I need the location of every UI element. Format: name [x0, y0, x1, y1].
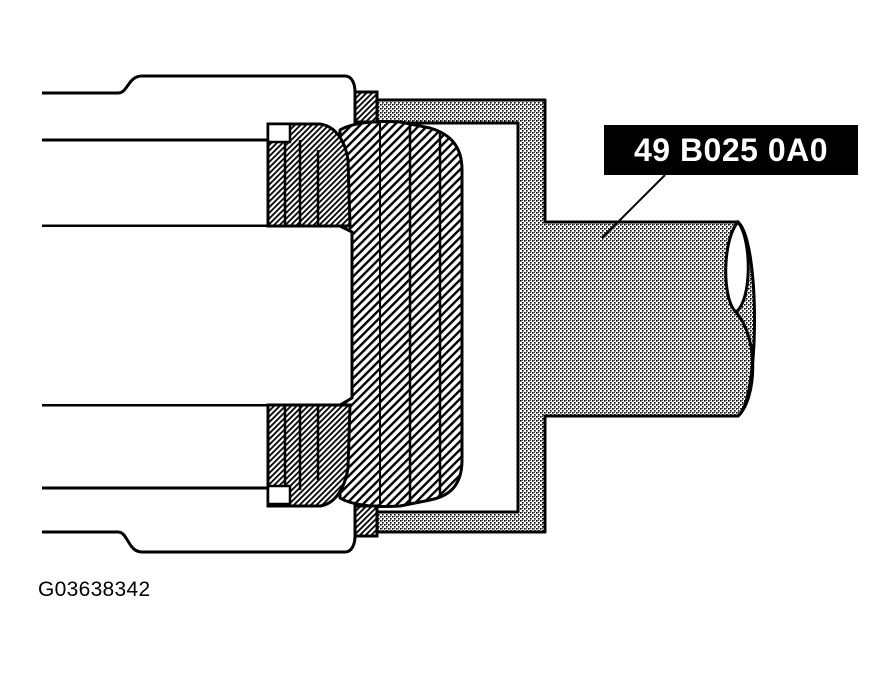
- housing: [42, 74, 357, 554]
- lower-lip: [353, 504, 379, 538]
- upper-lip: [353, 90, 379, 124]
- shaft-bore: [42, 227, 342, 404]
- callout-leader: [601, 174, 666, 239]
- part-number-callout: 49 B025 0A0: [604, 125, 858, 175]
- seat-rings: [266, 122, 352, 508]
- figure-id: G03638342: [38, 578, 151, 601]
- oil-seal: [338, 120, 464, 508]
